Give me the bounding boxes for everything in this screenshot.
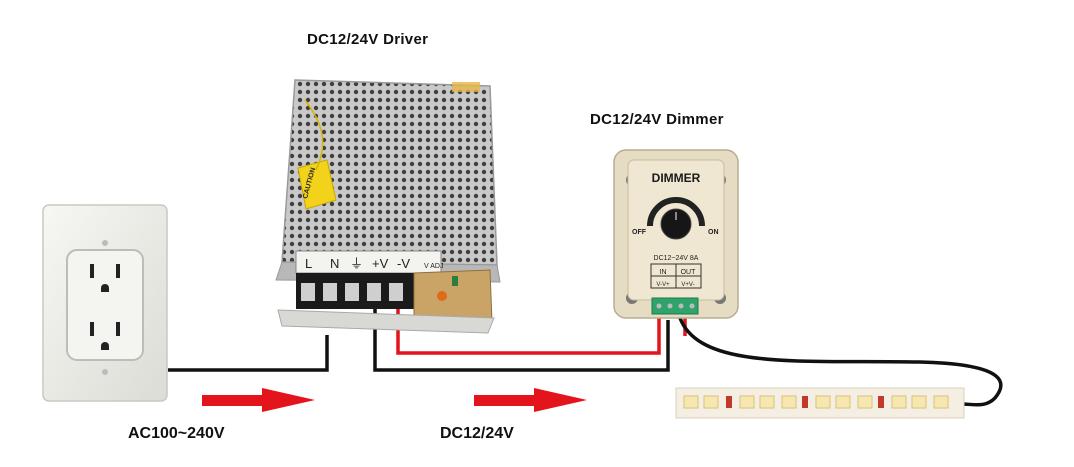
led-strip bbox=[675, 387, 965, 419]
terminal-screws bbox=[301, 283, 403, 301]
dimmer-connector bbox=[651, 297, 699, 315]
ac-input-label: AC100~240V bbox=[128, 425, 225, 442]
outlet-receptacle-bottom bbox=[90, 322, 120, 350]
arrow-dc bbox=[474, 388, 587, 412]
power-driver: CAUTION L N ⏚ +V -V V ADJ bbox=[275, 79, 501, 334]
led-chips bbox=[683, 395, 949, 409]
terminal-label-negative: -V bbox=[397, 256, 410, 271]
terminal-label-vadj: V ADJ bbox=[424, 263, 443, 270]
dimmer-module: DIMMER OFF ON DC12~24V 8A IN OUT V-V+ V+… bbox=[613, 149, 739, 319]
output-cable bbox=[678, 317, 1003, 407]
driver-label: DC12/24V Driver bbox=[307, 31, 429, 48]
dimmer-knob[interactable] bbox=[660, 208, 692, 240]
dimmer-title: DIMMER bbox=[652, 171, 701, 185]
dc-negative-wire bbox=[373, 300, 670, 372]
terminal-label-positive: +V bbox=[372, 256, 389, 271]
outlet-receptacle-top bbox=[90, 264, 120, 292]
dimmer-rating: DC12~24V 8A bbox=[654, 255, 699, 262]
wall-outlet bbox=[42, 204, 168, 402]
terminal-label-l: L bbox=[305, 256, 312, 271]
dimmer-in-pins: V-V+ bbox=[656, 282, 670, 288]
arrow-ac bbox=[202, 388, 315, 412]
dc-output-label: DC12/24V bbox=[440, 425, 514, 442]
terminal-label-n: N bbox=[330, 256, 339, 271]
dimmer-out-pins: V+V- bbox=[681, 282, 694, 288]
terminal-label-ground: ⏚ bbox=[350, 256, 363, 271]
dimmer-off-label: OFF bbox=[632, 229, 647, 236]
dimmer-label: DC12/24V Dimmer bbox=[590, 111, 724, 128]
ac-wire bbox=[168, 335, 329, 372]
dimmer-in-label: IN bbox=[660, 269, 667, 276]
dimmer-on-label: ON bbox=[708, 229, 719, 236]
caution-label: CAUTION bbox=[297, 159, 337, 210]
dimmer-out-label: OUT bbox=[681, 269, 697, 276]
